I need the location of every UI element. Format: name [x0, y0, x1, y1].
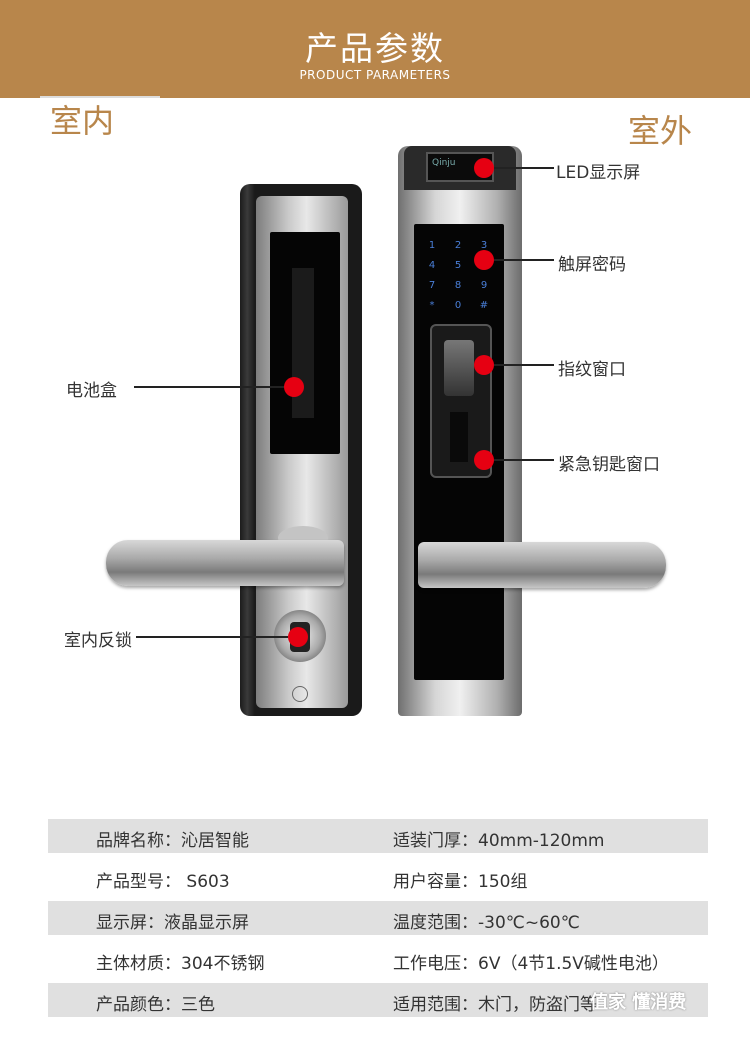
- outdoor-label: 室外: [628, 112, 693, 150]
- key-9: 9: [480, 280, 488, 291]
- key-5: 5: [454, 260, 462, 271]
- key-1: 1: [428, 240, 436, 251]
- indoor-lock-marker-dot: [288, 627, 308, 647]
- spec-material: 主体材质：304不锈钢: [96, 954, 265, 974]
- spec-row: 产品颜色：三色 适用范围：木门，防盗门等: [48, 983, 708, 1017]
- spec-application: 适用范围：木门，防盗门等: [393, 995, 597, 1015]
- spec-user-capacity: 用户容量：150组: [393, 872, 528, 892]
- battery-callout-label: 电池盒: [66, 381, 117, 401]
- spec-brand: 品牌名称：沁居智能: [96, 831, 249, 851]
- fingerprint-callout-line: [494, 364, 554, 366]
- key-0: 0: [454, 300, 462, 311]
- spec-voltage: 工作电压：6V（4节1.5V碱性电池）: [393, 954, 669, 974]
- fingerprint-marker-dot: [474, 355, 494, 375]
- header-subtitle: PRODUCT PARAMETERS: [299, 68, 451, 82]
- outdoor-handle-image: [418, 542, 666, 588]
- spec-door-thickness: 适装门厚：40mm-120mm: [393, 831, 605, 851]
- spec-row: 产品型号： S603 用户容量：150组: [48, 860, 708, 894]
- led-brand-text: Qinju: [432, 158, 456, 168]
- screw-icon: [292, 686, 308, 702]
- spec-row: 主体材质：304不锈钢 工作电压：6V（4节1.5V碱性电池）: [48, 942, 708, 976]
- header-title: 产品参数: [305, 29, 445, 68]
- fingerprint-sensor-icon: [444, 340, 474, 396]
- emergency-key-callout-line: [494, 459, 554, 461]
- spec-color: 产品颜色：三色: [96, 995, 215, 1015]
- indoor-label-divider: [40, 96, 160, 98]
- indoor-lock-callout-label: 室内反锁: [64, 631, 132, 651]
- spec-row: 显示屏：液晶显示屏 温度范围：-30℃~60℃: [48, 901, 708, 935]
- key-star: *: [429, 300, 435, 311]
- touch-callout-line: [494, 259, 554, 261]
- spec-row: 品牌名称：沁居智能 适装门厚：40mm-120mm: [48, 819, 708, 853]
- key-3: 3: [480, 240, 488, 251]
- key-2: 2: [454, 240, 462, 251]
- emergency-key-marker-dot: [474, 450, 494, 470]
- emergency-key-slot: [450, 412, 468, 462]
- indoor-handle-image: [106, 540, 344, 586]
- indoor-lock-callout-line: [136, 636, 288, 638]
- key-4: 4: [428, 260, 436, 271]
- spec-temperature: 温度范围：-30℃~60℃: [393, 913, 580, 933]
- led-callout-label: LED显示屏: [556, 163, 641, 183]
- touch-callout-label: 触屏密码: [558, 255, 626, 275]
- indoor-label: 室内: [50, 102, 115, 140]
- led-callout-line: [494, 167, 554, 169]
- spec-model: 产品型号： S603: [96, 872, 230, 892]
- watermark-text: 值家 懂消费: [590, 992, 687, 1013]
- key-hash: #: [479, 300, 489, 311]
- key-7: 7: [428, 280, 436, 291]
- emergency-key-callout-label: 紧急钥匙窗口: [558, 455, 660, 475]
- fingerprint-callout-label: 指纹窗口: [558, 360, 626, 380]
- touch-marker-dot: [474, 250, 494, 270]
- key-8: 8: [454, 280, 462, 291]
- led-marker-dot: [474, 158, 494, 178]
- spec-display: 显示屏：液晶显示屏: [96, 913, 249, 933]
- battery-marker-dot: [284, 377, 304, 397]
- battery-callout-line: [134, 386, 284, 388]
- header-banner: 产品参数 PRODUCT PARAMETERS: [0, 0, 750, 98]
